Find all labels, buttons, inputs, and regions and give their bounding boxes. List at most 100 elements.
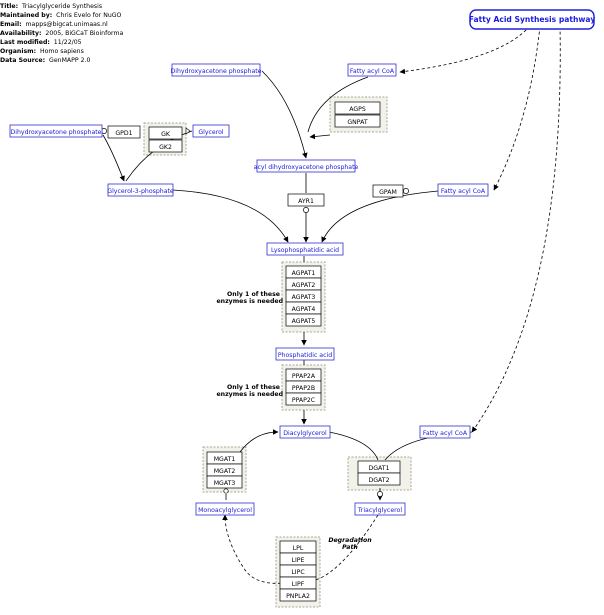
note-only-one-agpat-line1: Only 1 of these — [227, 291, 280, 298]
metabolite-acyl-dhap[interactable]: acyl dihydroxyacetone phosphate — [254, 159, 359, 173]
gene-label: AGPAT1 — [292, 270, 316, 277]
metabolite-label: Fatty acyl CoA — [350, 68, 395, 75]
metabolite-label: Glycerol — [198, 129, 224, 136]
note-only-one-agpat-line2: enzymes is needed — [216, 298, 283, 305]
gene-lipf[interactable]: LIPF — [279, 576, 317, 590]
edge-facoa-to-acyldhap — [307, 76, 369, 133]
metabolite-diacylglycerol[interactable]: Diacylglycerol — [279, 425, 331, 439]
gene-label: AGPAT2 — [292, 282, 316, 289]
metabolite-label: acyl dihydroxyacetone phosphate — [254, 164, 359, 171]
gpam-binding-circle — [403, 188, 409, 194]
note-degradation-line1: Degradation — [328, 536, 372, 544]
gene-ppap2c[interactable]: PPAP2C — [285, 392, 322, 406]
gene-gpd1[interactable]: GPD1 — [107, 125, 141, 139]
metabolite-fatty-acyl-coa-3[interactable]: Fatty acyl CoA — [419, 425, 471, 439]
gene-label: PPAP2C — [292, 397, 315, 404]
gene-agpat3[interactable]: AGPAT3 — [285, 289, 322, 303]
dgat-binding-circle — [377, 491, 383, 497]
gene-dgat1[interactable]: DGAT1 — [357, 460, 401, 474]
metabolite-label: Dihydroxyacetone phosphate — [11, 129, 102, 136]
ayr1-binding-circle — [303, 207, 309, 213]
metabolite-label: Dihydroxyacetone phosphate — [171, 68, 262, 75]
note-only-one-ppap-line1: Only 1 of these — [227, 384, 280, 391]
metabolite-glycerol-3-phosphate[interactable]: Glycerol-3-phosphate — [107, 183, 174, 197]
gene-label: DGAT2 — [368, 477, 389, 484]
metabolite-label: Lysophosphatidic acid — [271, 247, 339, 254]
metabolite-label: Fatty acyl CoA — [423, 430, 468, 437]
metabolite-label: Triacylglycerol — [357, 507, 402, 514]
gene-label: LIPC — [291, 569, 304, 576]
gene-lpl[interactable]: LPL — [279, 540, 317, 554]
note-only-one-ppap-line2: enzymes is needed — [216, 391, 283, 398]
metabolite-label: Phosphatidic acid — [278, 352, 332, 359]
edge-pathway-to-facoa3 — [471, 25, 561, 433]
edge-pathway-to-facoa2 — [493, 25, 541, 191]
edge-dag-to-dgat — [328, 431, 379, 461]
gene-label: PNPLA2 — [286, 593, 310, 600]
edge-pathway-to-facoa1 — [399, 25, 531, 75]
gene-label: AGPAT5 — [292, 318, 316, 325]
mgat-binding-circle — [223, 488, 229, 494]
organism-value: Homo sapiens — [39, 48, 84, 55]
gene-mgat2[interactable]: MGAT2 — [206, 463, 243, 477]
metabolite-label: Diacylglycerol — [283, 430, 327, 437]
edge-mgat-to-dag — [239, 429, 279, 453]
gene-agpat5[interactable]: AGPAT5 — [285, 313, 322, 327]
header-organism: Organism: Homo sapiens — [0, 48, 84, 55]
gene-label: MGAT1 — [214, 456, 236, 463]
email-value: mapps@bigcat.unimaas.nl — [25, 21, 108, 28]
gene-label: AGPAT3 — [292, 294, 316, 301]
gene-gnpat[interactable]: GNPAT — [334, 114, 381, 128]
gene-agps[interactable]: AGPS — [334, 101, 381, 115]
gene-agpat4[interactable]: AGPAT4 — [285, 301, 322, 315]
pathway-link-label[interactable]: Fatty Acid Synthesis pathway — [469, 15, 596, 24]
gene-agpat1[interactable]: AGPAT1 — [285, 265, 322, 279]
gene-label: GNPAT — [347, 119, 368, 126]
maintainer-value: Chris Evelo for NuGO — [56, 12, 122, 19]
metabolite-label: Glycerol-3-phosphate — [107, 188, 174, 195]
gene-pnpla2[interactable]: PNPLA2 — [279, 588, 317, 602]
modified-value: 11/22/05 — [53, 39, 82, 46]
gene-mgat3[interactable]: MGAT3 — [206, 475, 243, 489]
availability-value: 2005, BiGCaT Bioinforma — [45, 30, 124, 37]
metabolite-monoacylglycerol[interactable]: Monoacylglycerol — [195, 502, 255, 516]
gene-mgat1[interactable]: MGAT1 — [206, 451, 243, 465]
gene-gpam[interactable]: GPAM — [372, 184, 404, 198]
gene-label: GK2 — [159, 144, 172, 151]
gene-ppap2a[interactable]: PPAP2A — [285, 368, 322, 382]
title-value: Triacylglyceride Synthesis — [22, 3, 103, 10]
gene-label: AGPS — [349, 106, 366, 113]
gene-ppap2b[interactable]: PPAP2B — [285, 380, 322, 394]
gene-label: LIPF — [292, 581, 305, 588]
metabolite-triacylglycerol[interactable]: Triacylglycerol — [354, 502, 406, 516]
gene-gk[interactable]: GK — [148, 126, 183, 140]
gene-label: PPAP2A — [292, 373, 316, 380]
header-source: Data Source: GenMAPP 2.0 — [0, 57, 91, 64]
edge-g3p-to-lpa — [172, 189, 289, 243]
gk-arrowhead — [185, 127, 191, 135]
gene-label: DGAT1 — [368, 465, 389, 472]
gene-ayr1[interactable]: AYR1 — [287, 193, 325, 207]
edge-dhap-left-to-g3p — [102, 134, 125, 182]
edge-dhap-to-acyldhap — [261, 70, 308, 159]
gene-agpat2[interactable]: AGPAT2 — [285, 277, 322, 291]
edge-degradation-path — [222, 514, 379, 584]
metabolite-glycerol[interactable]: Glycerol — [192, 124, 230, 138]
gene-lipe[interactable]: LIPE — [279, 552, 317, 566]
pathway-link-box[interactable] — [469, 9, 595, 30]
edge-facoa2-to-lpa — [321, 190, 439, 243]
metabolite-dhap-left[interactable]: Dihydroxyacetone phosphate — [9, 124, 103, 138]
metabolite-fatty-acyl-coa-2[interactable]: Fatty acyl CoA — [437, 183, 489, 197]
gene-label: GK — [161, 131, 171, 138]
gene-dgat2[interactable]: DGAT2 — [357, 472, 401, 486]
gene-label: AYR1 — [298, 198, 314, 205]
metabolite-dhap-top[interactable]: Dihydroxyacetone phosphate — [171, 63, 262, 77]
gene-gk2[interactable]: GK2 — [148, 139, 183, 153]
metabolite-lysophosphatidic-acid[interactable]: Lysophosphatidic acid — [266, 242, 344, 256]
metabolite-phosphatidic-acid[interactable]: Phosphatidic acid — [275, 347, 335, 361]
gene-label: PPAP2B — [292, 385, 315, 392]
gene-lipc[interactable]: LIPC — [279, 564, 317, 578]
header-email: Email: mapps@bigcat.unimaas.nl — [0, 21, 108, 28]
metabolite-fatty-acyl-coa-1[interactable]: Fatty acyl CoA — [347, 63, 397, 77]
